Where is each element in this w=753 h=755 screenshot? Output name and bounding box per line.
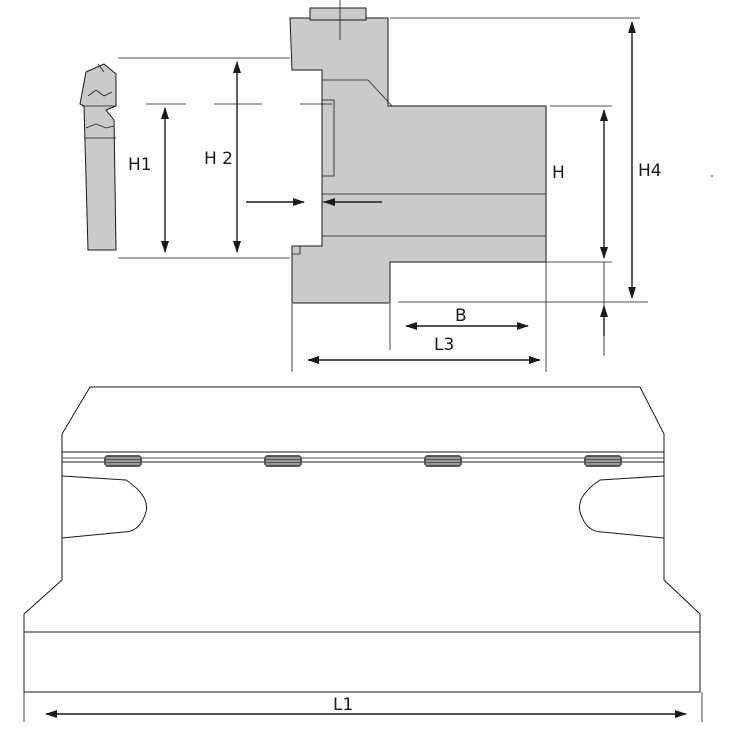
dimension-h1: H1: [128, 107, 169, 253]
dimension-h2: H 2: [204, 61, 241, 253]
screw-1: [104, 455, 142, 467]
dimension-l3: L3: [307, 335, 541, 364]
dimension-h4: H4: [628, 21, 662, 299]
dimension-l1: L1: [23, 692, 703, 722]
label-l1: L1: [333, 695, 353, 715]
screw-2: [264, 455, 302, 467]
holder-block-front-view: [23, 386, 701, 693]
screw-3: [424, 455, 462, 467]
label-h2: H 2: [204, 149, 233, 169]
label-b: B: [455, 306, 467, 326]
right-slot: [578, 475, 665, 539]
label-h: H: [552, 163, 565, 183]
label-h4: H4: [638, 161, 662, 181]
label-h1: H1: [128, 155, 152, 175]
dimension-b: B: [405, 306, 529, 330]
label-l3: L3: [434, 335, 454, 355]
left-slot: [61, 475, 148, 539]
screw-4: [584, 455, 622, 467]
holder-block-side-view: [289, 0, 547, 304]
cutting-insert: [79, 63, 117, 251]
stray-dot: [711, 175, 713, 177]
dimension-h: H: [552, 109, 608, 336]
